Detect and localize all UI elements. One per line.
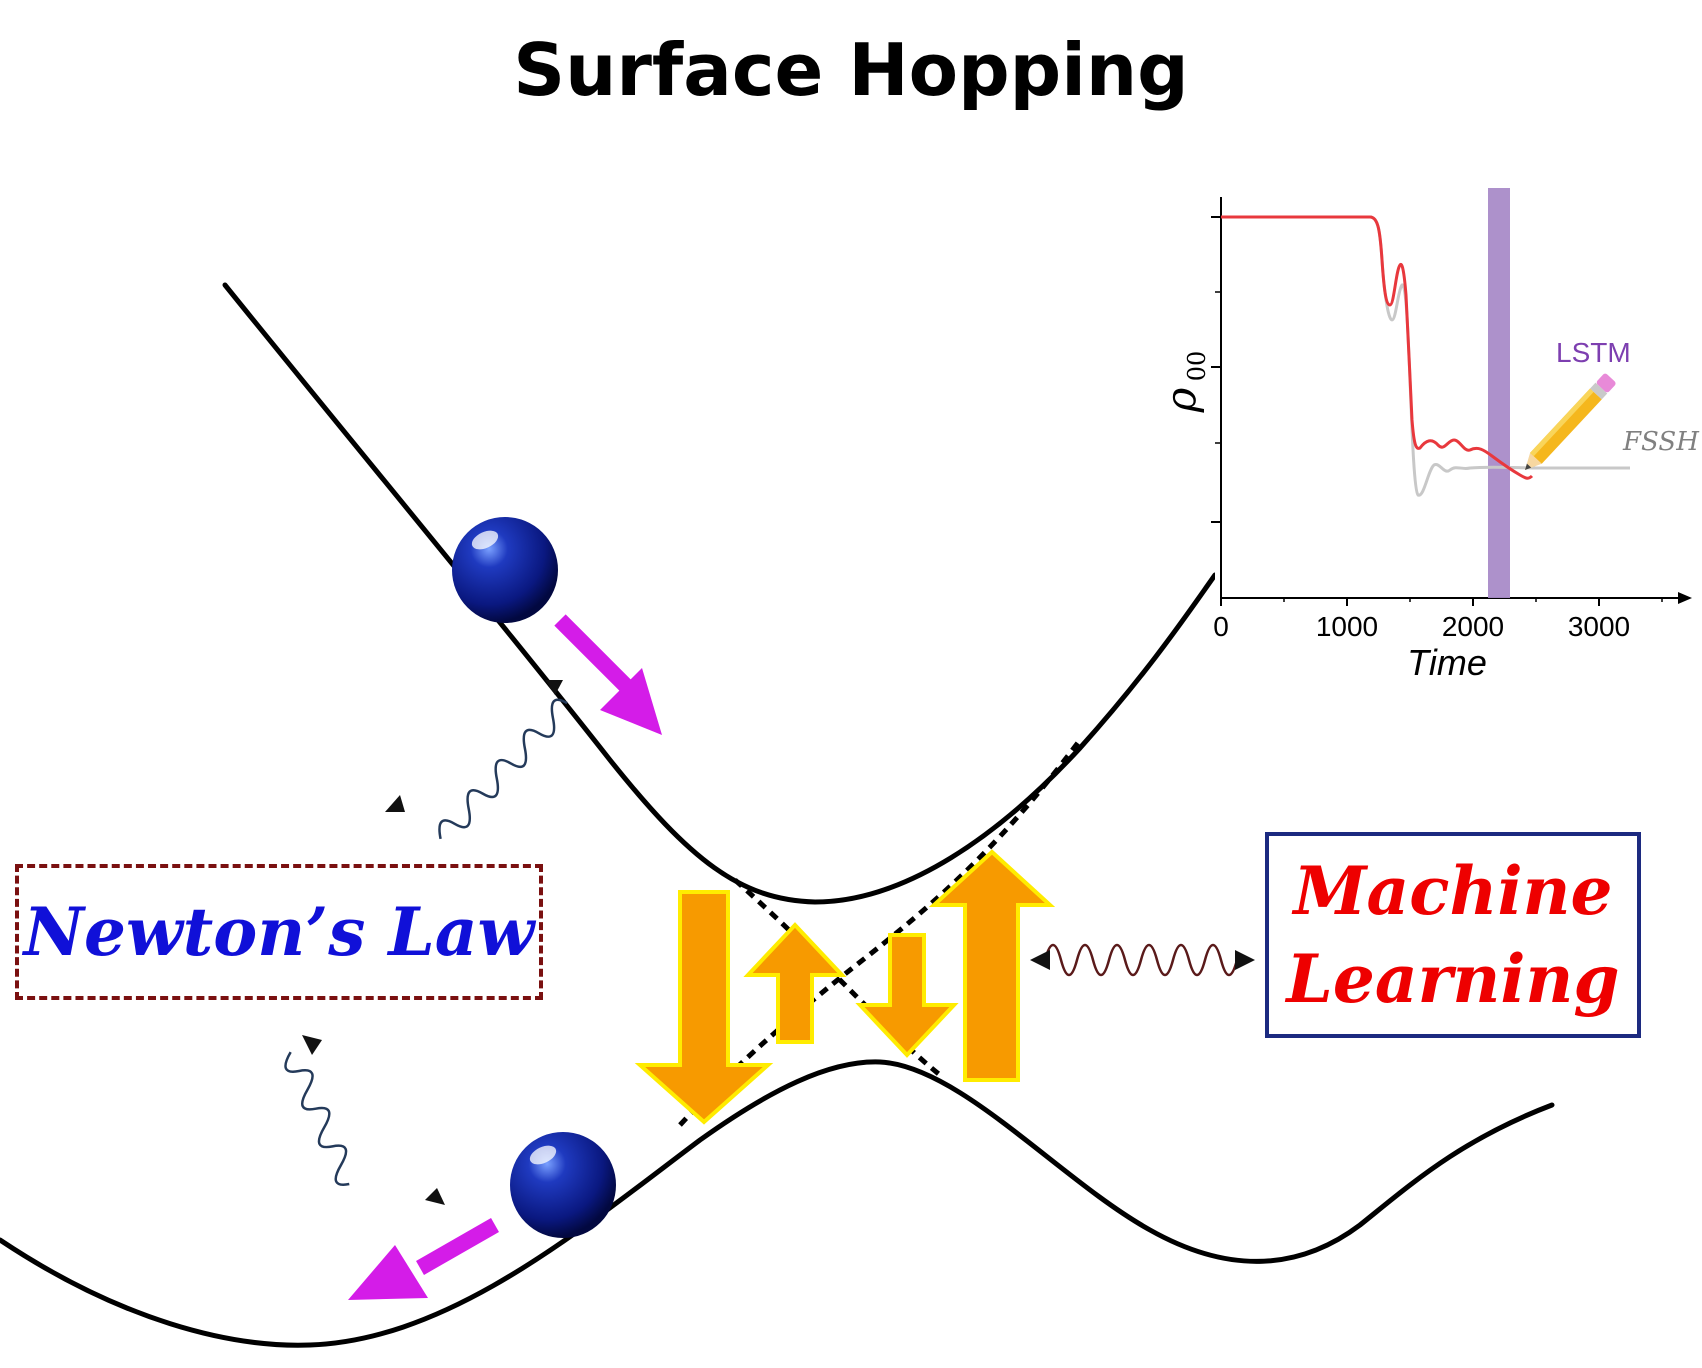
diabatic-crossing-2 — [733, 878, 942, 1077]
motion-arrow-down-right — [554, 614, 662, 735]
machine-learning-box: Machine Learning — [1265, 832, 1641, 1038]
inset-plot: 0 1000 2000 3000 Time ρ 00 LSTM FSSH — [1156, 188, 1700, 683]
lower-surface-curve — [0, 1059, 1555, 1348]
x-axis-label: Time — [1407, 642, 1487, 683]
hop-arrow-up-small — [743, 922, 847, 1044]
x-tick-label: 0 — [1213, 611, 1229, 642]
y-axis-label: ρ — [1156, 387, 1205, 413]
machine-learning-label-line2: Learning — [1286, 940, 1620, 1018]
x-tick-label: 1000 — [1316, 611, 1378, 642]
x-tick-label: 2000 — [1442, 611, 1504, 642]
hop-arrow-up-large — [928, 849, 1056, 1082]
upper-surface-curve — [222, 282, 1218, 905]
lstm-label: LSTM — [1556, 337, 1631, 368]
x-tick-label: 3000 — [1568, 611, 1630, 642]
newtons-law-label: Newton’s Law — [23, 893, 535, 971]
figure-title: Surface Hopping — [513, 28, 1189, 112]
red-density-curve — [1221, 215, 1534, 480]
ball-icon — [452, 517, 558, 623]
fssh-label: FSSH — [1622, 427, 1700, 457]
coupling-wave-lower — [284, 1035, 445, 1205]
ball-icon — [510, 1132, 616, 1238]
newtons-law-box: Newton’s Law — [15, 864, 543, 1000]
pencil-icon — [1525, 373, 1616, 470]
motion-arrow-down-left — [348, 1218, 499, 1300]
y-axis-label-subscript: 00 — [1183, 351, 1211, 382]
machine-learning-label-line1: Machine — [1293, 852, 1613, 930]
prediction-window-band — [1488, 188, 1510, 598]
hop-arrow-down-large — [634, 890, 774, 1125]
coupling-wave-ml — [1030, 943, 1255, 977]
coupling-wave-upper — [385, 680, 568, 840]
hop-arrow-down-small — [855, 933, 959, 1058]
